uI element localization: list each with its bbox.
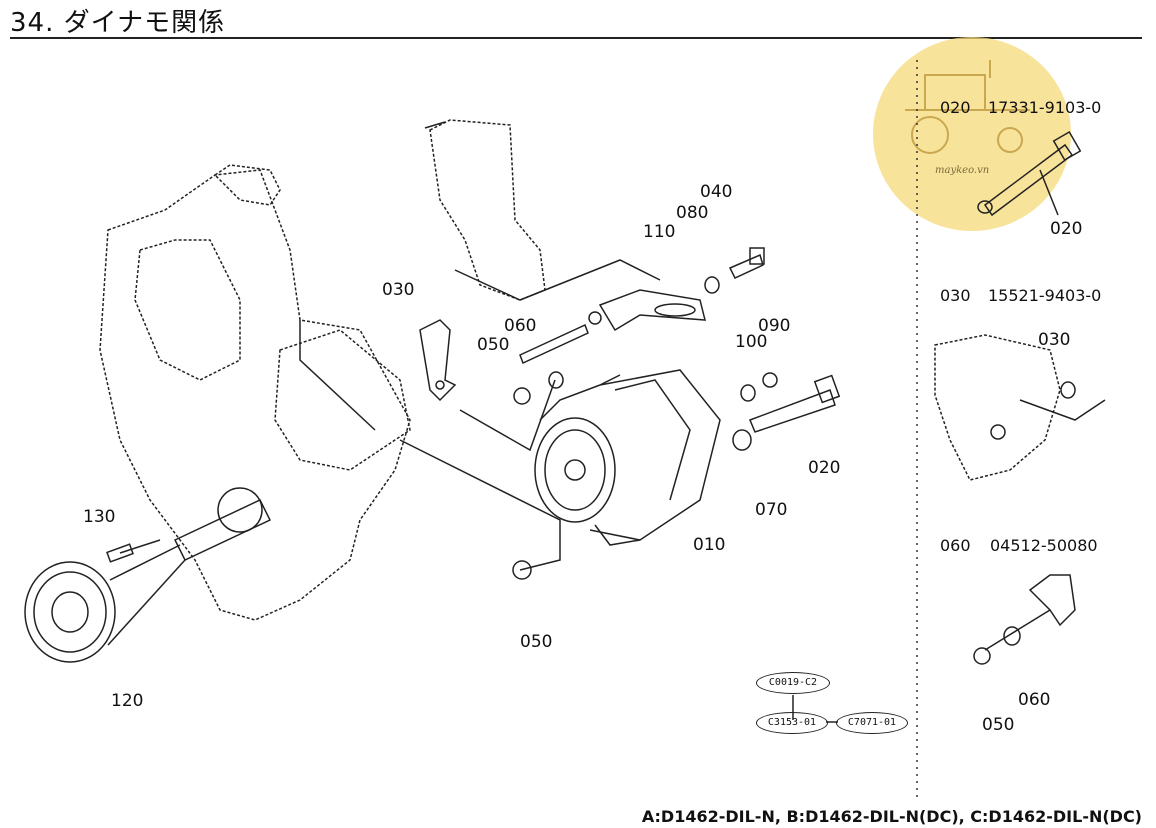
- side-060-callout-060: 060: [1018, 690, 1051, 710]
- side-060-part-number: 04512-50080: [990, 536, 1098, 555]
- side-020-code: 020: [940, 98, 971, 117]
- callout-050-lower: 050: [520, 632, 553, 652]
- side-030-part-number: 15521-9403-0: [988, 286, 1102, 305]
- callout-120: 120: [111, 691, 144, 711]
- watermark-text: maykeo.vn: [935, 165, 990, 176]
- callout-030: 030: [382, 280, 415, 300]
- watermark-logo: [873, 37, 1071, 231]
- callout-040: 040: [700, 182, 733, 202]
- side-020-part-number: 17331-9103-0: [988, 98, 1102, 117]
- callout-110: 110: [643, 222, 676, 242]
- callout-070: 070: [755, 500, 788, 520]
- ref-code-top: C0019-C2: [756, 672, 830, 694]
- callout-020: 020: [808, 458, 841, 478]
- page-title: 34. ダイナモ関係: [10, 8, 226, 38]
- side-060-code: 060: [940, 536, 971, 555]
- side-030-callout: 030: [1038, 330, 1071, 350]
- title-divider: [10, 37, 1142, 39]
- callout-090: 090: [758, 316, 791, 336]
- side-030-code: 030: [940, 286, 971, 305]
- callout-100: 100: [735, 332, 768, 352]
- ref-code-left: C3153-01: [756, 712, 828, 734]
- side-020-callout: 020: [1050, 219, 1083, 239]
- callout-080: 080: [676, 203, 709, 223]
- callout-050-upper: 050: [477, 335, 510, 355]
- side-060-callout-050: 050: [982, 715, 1015, 735]
- model-footer: A:D1462-DIL-N, B:D1462-DIL-N(DC), C:D146…: [641, 807, 1142, 826]
- callout-010: 010: [693, 535, 726, 555]
- callout-060: 060: [504, 316, 537, 336]
- ref-code-right: C7071-01: [836, 712, 908, 734]
- callout-130: 130: [83, 507, 116, 527]
